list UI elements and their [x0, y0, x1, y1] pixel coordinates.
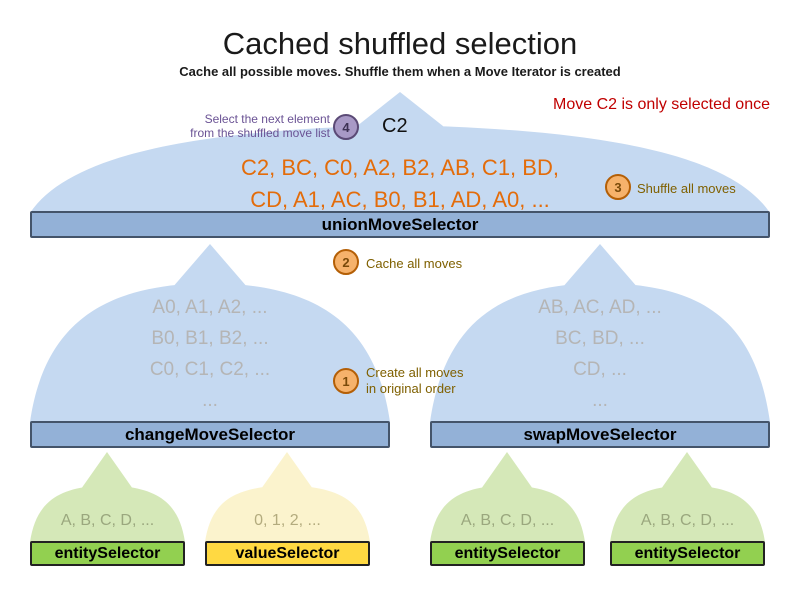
swap-moves-line-1: AB, AC, AD, ... — [538, 297, 662, 318]
entity-selector-bar-1: entitySelector — [30, 541, 185, 566]
step-1-label-line2: in original order — [366, 381, 456, 396]
entity-values-2: A, B, C, D, ... — [460, 512, 555, 529]
change-moves-line-4: ... — [202, 390, 218, 411]
step-3-label: Shuffle all moves — [637, 181, 736, 196]
annotation-select-next: Select the next element from the shuffle… — [130, 112, 330, 140]
note-selected-once: Move C2 is only selected once — [553, 96, 770, 113]
annotation-line1: Select the next element — [204, 112, 330, 126]
entity-funnel-2-shape — [430, 452, 585, 542]
step-2-label: Cache all moves — [366, 256, 463, 271]
step-1-badge: 1 — [333, 368, 359, 394]
swap-moves-line-2: BC, BD, ... — [555, 328, 645, 349]
step-4-badge: 4 — [333, 114, 359, 140]
step-3-badge: 3 — [605, 174, 631, 200]
value-funnel-shape — [205, 452, 370, 542]
entity-selector-bar-3: entitySelector — [610, 541, 765, 566]
entity-values-3: A, B, C, D, ... — [640, 512, 735, 529]
change-moves-line-2: B0, B1, B2, ... — [151, 328, 269, 349]
swap-moves-line-4: ... — [592, 390, 608, 411]
shuffled-moves-line1: C2, BC, C0, A2, B2, AB, C1, BD, — [241, 155, 559, 180]
swap-moves-line-3: CD, ... — [573, 359, 627, 380]
entity-selector-bar-2: entitySelector — [430, 541, 585, 566]
union-funnel-shape — [30, 92, 770, 213]
page-title: Cached shuffled selection — [222, 26, 578, 61]
value-values: 0, 1, 2, ... — [254, 512, 321, 529]
change-moves-line-1: A0, A1, A2, ... — [152, 297, 268, 318]
change-move-selector-bar: changeMoveSelector — [30, 421, 390, 448]
entity-funnel-1-shape — [30, 452, 185, 542]
shuffled-moves-line2: CD, A1, AC, B0, B1, AD, A0, ... — [250, 187, 550, 212]
entity-funnel-3-shape — [610, 452, 765, 542]
page-subtitle: Cache all possible moves. Shuffle them w… — [179, 64, 621, 79]
swap-move-selector-bar: swapMoveSelector — [430, 421, 770, 448]
annotation-line2: from the shuffled move list — [190, 126, 330, 140]
union-move-selector-bar: unionMoveSelector — [30, 211, 770, 238]
step-1-label-line1: Create all moves — [366, 365, 464, 380]
change-moves-line-3: C0, C1, C2, ... — [149, 359, 271, 380]
step-2-badge: 2 — [333, 249, 359, 275]
entity-values-1: A, B, C, D, ... — [60, 512, 155, 529]
change-funnel-shape — [30, 244, 390, 422]
value-selector-bar: valueSelector — [205, 541, 370, 566]
swap-funnel-shape — [430, 244, 770, 422]
selected-move-label: C2 — [382, 115, 408, 137]
